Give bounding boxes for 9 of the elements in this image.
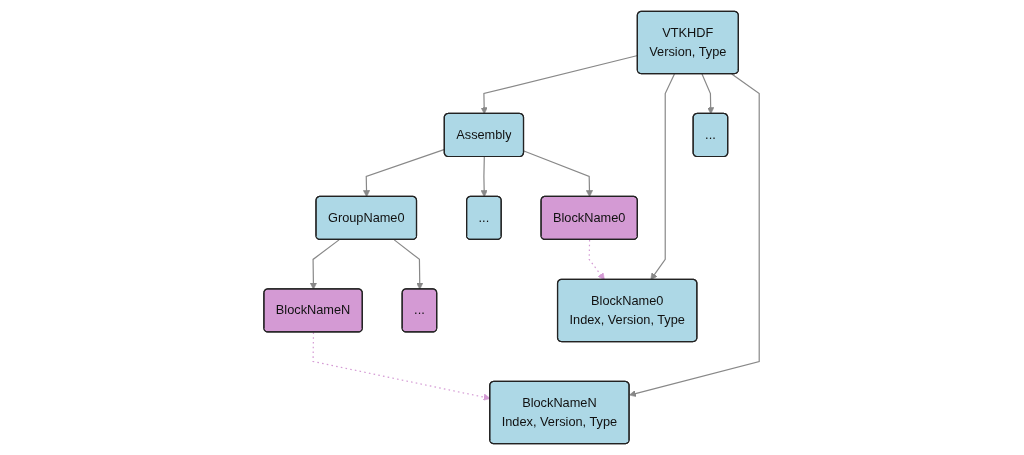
- arrow: [650, 73, 676, 281]
- arrow: [701, 73, 715, 115]
- arrow: [394, 239, 424, 290]
- arrow: [310, 239, 341, 290]
- arrow: [629, 73, 761, 397]
- arrow: [523, 150, 594, 198]
- arrow: [589, 239, 606, 281]
- arrow: [481, 156, 489, 198]
- arrow: [312, 331, 491, 401]
